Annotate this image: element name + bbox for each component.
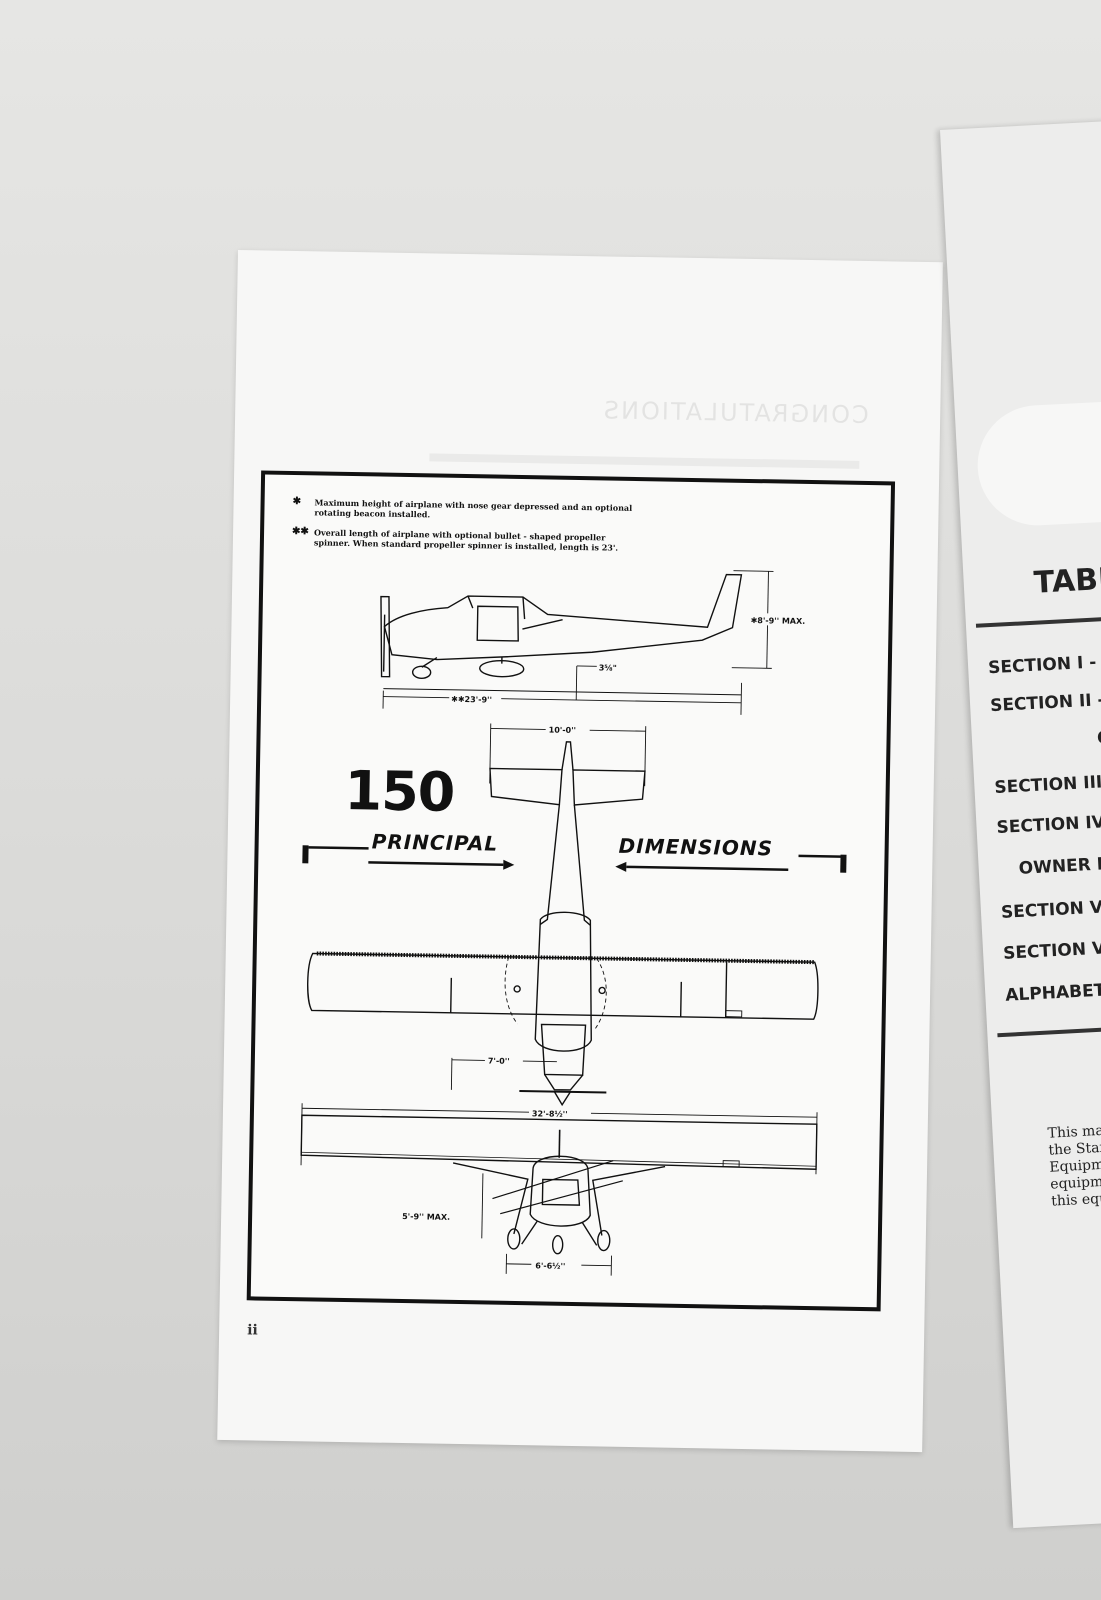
left-page: CONGRATULATIONS ✱ Maximum height of airp… bbox=[217, 250, 943, 1453]
bleed-through-line bbox=[429, 453, 860, 469]
toc-item: SECTION I - O bbox=[987, 652, 1101, 679]
toc-item: SECTION V - C bbox=[1000, 896, 1101, 923]
decorative-swoosh bbox=[974, 396, 1101, 529]
wheel-track-dimension: 7'-0'' bbox=[488, 1056, 510, 1065]
height-dimension: ✱8'-9'' MAX. bbox=[751, 616, 806, 626]
side-view bbox=[380, 573, 743, 696]
bleed-through-title: CONGRATULATIONS bbox=[601, 396, 869, 430]
toc-item: OWNER FOL bbox=[1018, 852, 1101, 879]
toc-note-line: This manual bbox=[1047, 1121, 1101, 1142]
page-number: ii bbox=[247, 1322, 258, 1339]
overall-length-dimension: ✱✱23'-9'' bbox=[451, 695, 492, 705]
stabilizer-span-dimension: 10'-0'' bbox=[549, 725, 577, 734]
right-page: TABL SECTION I - O SECTION II - D O SECT… bbox=[940, 116, 1101, 1529]
toc-item: SECTION IV- C bbox=[996, 811, 1101, 838]
nose-offset-dimension: 3⅝" bbox=[599, 663, 617, 672]
airplane-drawing: ✱8'-9'' MAX. 3⅝" ✱✱23'-9'' 10'-0'' 7'-0'… bbox=[300, 570, 847, 1276]
front-view bbox=[300, 1103, 818, 1255]
toc-item: SECTION II - D bbox=[989, 689, 1101, 717]
principal-dimensions-figure: ✱ Maximum height of airplane with nose g… bbox=[246, 470, 896, 1312]
toc-item: O bbox=[1096, 727, 1101, 749]
toc-top-rule bbox=[975, 610, 1101, 628]
principal-arrow-bar bbox=[302, 845, 515, 870]
principal-label: PRINCIPAL bbox=[371, 829, 499, 856]
toc-bottom-rule bbox=[997, 1019, 1101, 1038]
main-gear-track-dimension: 6'-6½'' bbox=[535, 1260, 565, 1271]
toc-title: TABL bbox=[1032, 561, 1101, 601]
toc-item: SECTION III - C bbox=[993, 771, 1101, 799]
toc-item: ALPHABETICA bbox=[1004, 978, 1101, 1006]
toc-item: SECTION VI- C bbox=[1002, 937, 1101, 964]
dimensions-label: DIMENSIONS bbox=[618, 833, 774, 861]
front-height-dimension: 5'-9'' MAX. bbox=[402, 1212, 450, 1222]
toc-note: This manual the Standard M Equipment des… bbox=[1047, 1115, 1101, 1210]
wingspan-dimension: 32'-8½'' bbox=[532, 1108, 568, 1119]
top-view bbox=[307, 723, 819, 1107]
dimensions-arrow-bar bbox=[615, 854, 847, 873]
model-number: 150 bbox=[344, 758, 455, 824]
